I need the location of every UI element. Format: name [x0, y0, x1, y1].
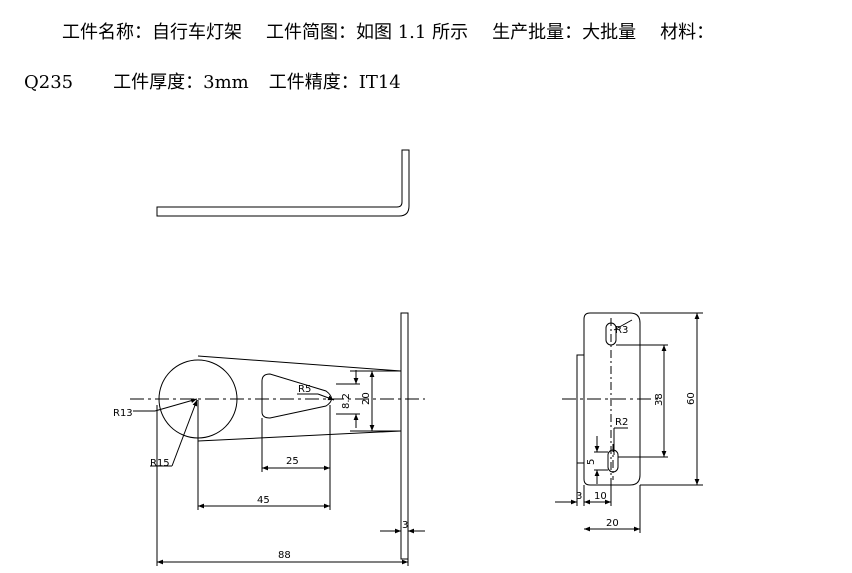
dim-8-2: 8.2	[341, 393, 352, 409]
name-value: 自行车灯架	[152, 22, 242, 43]
precision-label: 工件精度：	[268, 72, 359, 93]
dim-r2: R2	[615, 417, 628, 428]
dim-r13: R13	[113, 408, 133, 419]
front-view	[130, 312, 425, 566]
batch-label: 生产批量：	[492, 22, 583, 43]
dim-3-left: 3	[402, 520, 408, 531]
dim-r3: R3	[615, 325, 628, 336]
sketch-value: 如图 1.1 所示	[356, 22, 469, 43]
material-value: Q235	[24, 72, 74, 93]
dim-60: 60	[686, 392, 697, 405]
dim-r5: R5	[298, 384, 311, 395]
name-label: 工件名称：	[62, 22, 152, 43]
top-view-bracket	[156, 149, 410, 217]
dim-5: 5	[586, 459, 597, 465]
dim-88: 88	[278, 550, 291, 561]
dim-20-left: 20	[361, 392, 372, 405]
dim-10: 10	[594, 491, 607, 502]
dim-r15: R15	[150, 458, 170, 469]
sketch-label: 工件简图：	[266, 22, 356, 43]
spec-line-1: 工件名称：自行车灯架 工件简图：如图 1.1 所示 生产批量：大批量 材料：	[62, 18, 714, 44]
precision-value: IT14	[358, 72, 401, 93]
batch-value: 大批量	[582, 22, 637, 43]
side-view	[555, 312, 703, 533]
dim-20-right: 20	[606, 518, 619, 529]
spec-line-2: Q235 工件厚度：3mm 工件精度：IT14	[24, 68, 401, 94]
material-label: 材料：	[660, 22, 715, 43]
dim-38: 38	[654, 393, 665, 406]
dim-3-right: 3	[576, 491, 582, 502]
thickness-value: 3mm	[203, 72, 249, 93]
dim-25: 25	[286, 456, 299, 467]
thickness-label: 工件厚度：	[113, 72, 204, 93]
dim-45: 45	[257, 495, 270, 506]
